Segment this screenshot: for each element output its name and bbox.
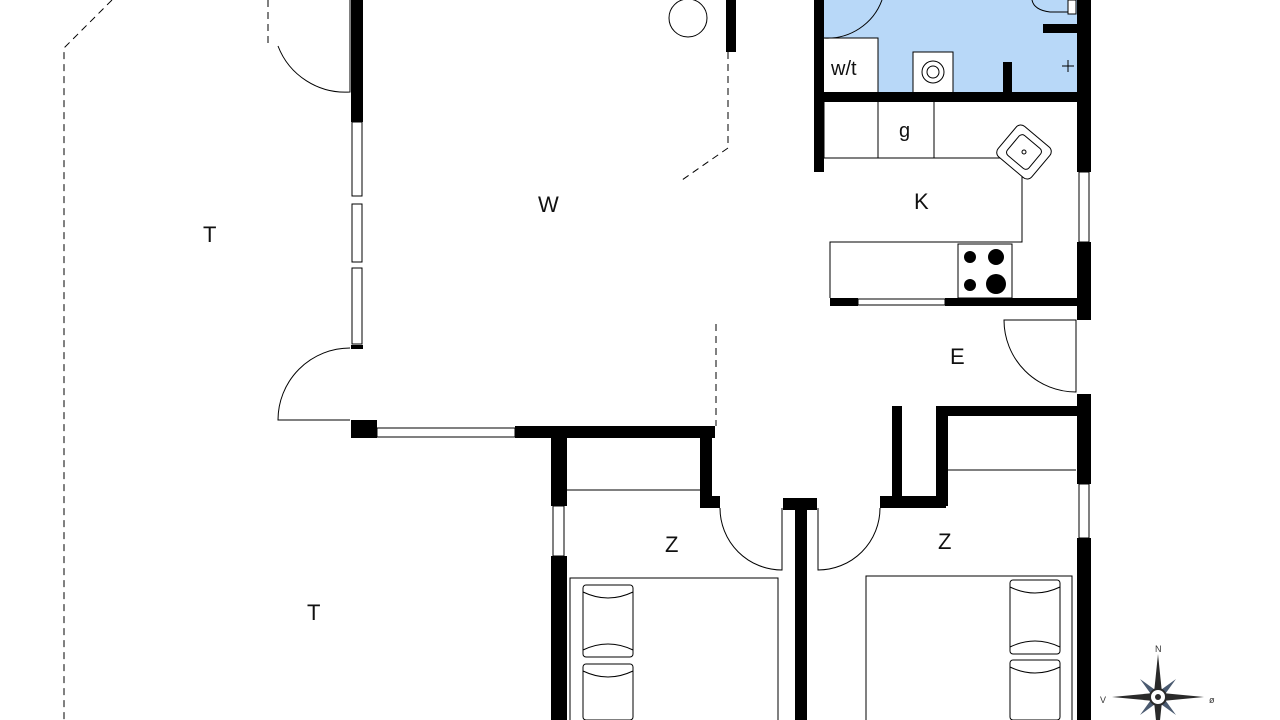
- room-label-entry: E: [950, 344, 965, 369]
- sink-icon: [996, 124, 1052, 180]
- windows: [351, 121, 1090, 557]
- room-label-terrace-upper: T: [203, 222, 216, 247]
- light-icon: [1062, 60, 1074, 72]
- bed-right: [865, 575, 1073, 720]
- shower-box: [912, 51, 954, 95]
- compass-north-label: N: [1155, 644, 1162, 654]
- room-label-terrace-lower: T: [307, 600, 320, 625]
- walls: [351, 0, 1091, 720]
- bed-left: [569, 577, 779, 720]
- hob-icon: [964, 251, 976, 263]
- room-label-storage: g: [899, 120, 910, 142]
- compass-west-label: V: [1100, 695, 1106, 705]
- room-label-kitchen: K: [914, 189, 929, 214]
- kitchen-counters: [823, 102, 1052, 299]
- compass-east-label: ø: [1209, 695, 1215, 705]
- room-label-living: W: [538, 192, 559, 217]
- wc-box: [822, 37, 879, 95]
- toilet-icon: [1031, 0, 1069, 13]
- terrace-outline: [63, 0, 113, 720]
- bath-door-arc: [823, 0, 883, 39]
- shower-drain-icon: [921, 60, 945, 84]
- room-label-wc: w/t: [830, 58, 857, 80]
- stove-pipe-icon: [668, 0, 708, 38]
- room-label-bedroom-right: Z: [938, 529, 951, 554]
- compass-icon: N V ø: [1100, 644, 1215, 720]
- room-label-bedroom-left: Z: [665, 532, 678, 557]
- doors: [277, 0, 1077, 571]
